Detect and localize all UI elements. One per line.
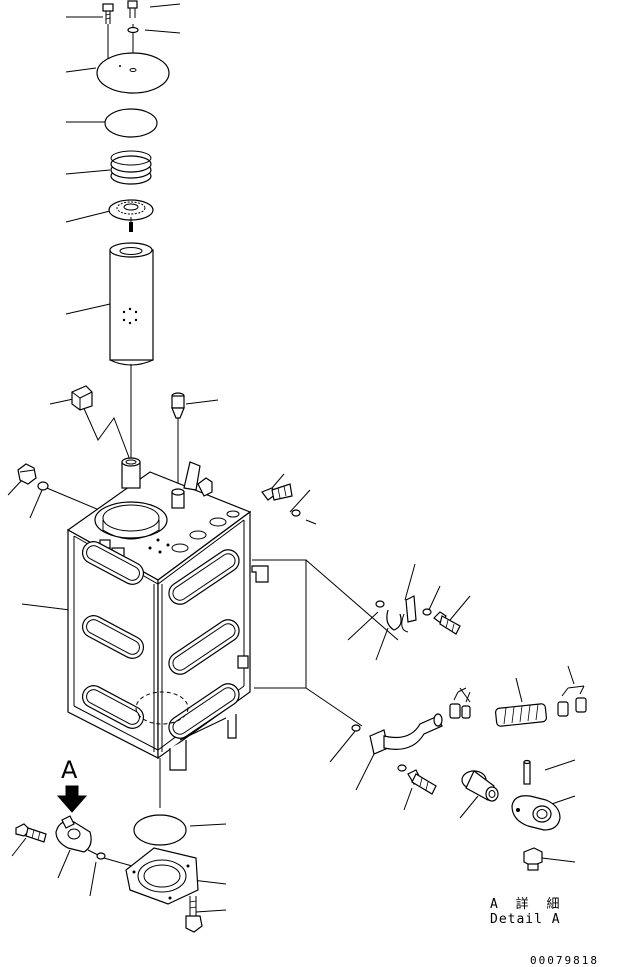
bolt-icon [261, 483, 293, 501]
clip-icon [386, 595, 417, 633]
arrow-down-icon [56, 785, 88, 813]
sensor-icon [171, 392, 185, 426]
elbow-pipe-icon [369, 713, 443, 755]
washer-icon [397, 764, 407, 772]
view-letter-a: A [61, 756, 78, 784]
hose-icon [494, 703, 548, 727]
bolt-icon [185, 896, 203, 933]
bolt-icon [127, 0, 138, 18]
cover-icon [125, 847, 199, 905]
detail-title-english: Detail A [490, 912, 561, 927]
flange-icon [55, 815, 92, 853]
drawing-number: 00079818 [530, 954, 599, 967]
leader-lines [7, 3, 576, 913]
filter-element-icon [109, 242, 154, 366]
flange-icon [511, 795, 561, 831]
bolt-icon [15, 823, 47, 843]
valve-icon [461, 770, 499, 802]
washer-icon [127, 26, 139, 34]
washer-icon [96, 852, 106, 860]
bolt-icon [433, 611, 461, 635]
bolt-icon [407, 769, 437, 795]
plug-icon [17, 463, 37, 485]
spring-icon [110, 150, 152, 185]
clip-icon [557, 685, 587, 717]
gasket-icon [133, 814, 187, 846]
washer-icon [375, 600, 385, 608]
strainer-icon [108, 199, 154, 232]
plug-icon [523, 847, 543, 871]
pin-icon [523, 759, 531, 785]
tank-icon [66, 457, 269, 771]
clip-icon [449, 687, 471, 719]
detail-title-japanese: A 詳 細 [490, 897, 565, 912]
gasket-icon [104, 108, 158, 138]
cover-icon [96, 52, 170, 94]
bolt-icon [102, 3, 114, 24]
washer-icon [37, 481, 49, 491]
washer-icon [291, 509, 301, 517]
cap-icon [71, 385, 93, 411]
washer-icon [351, 724, 361, 732]
washer-icon [422, 608, 432, 616]
